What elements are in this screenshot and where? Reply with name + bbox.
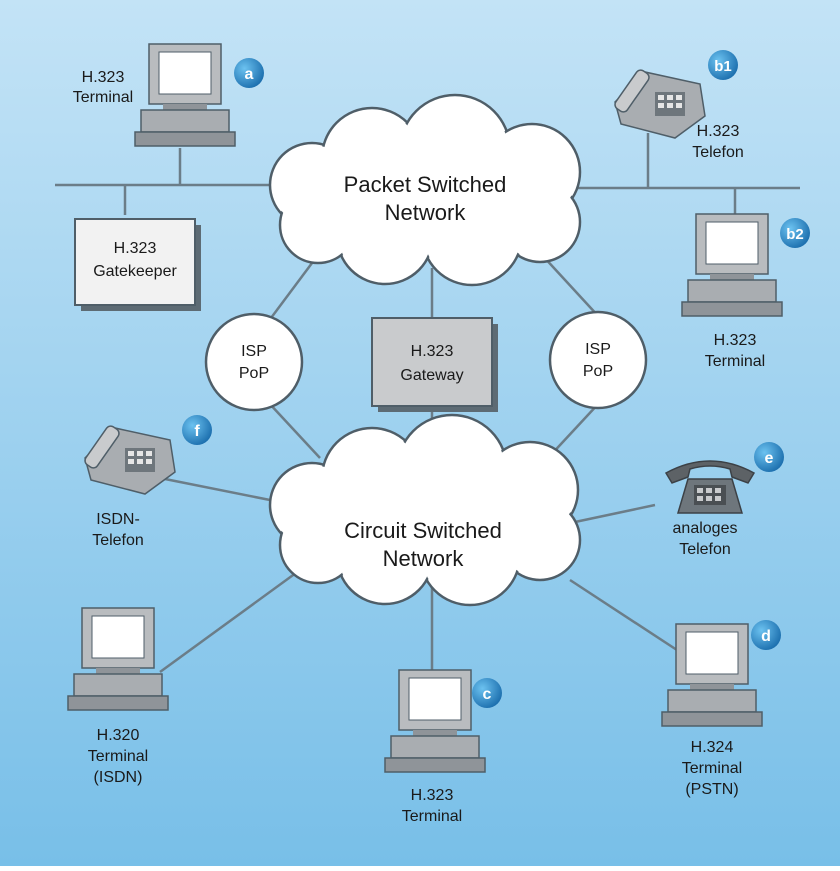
device-label-h323-terminal-bottom-2: Terminal [402,808,462,825]
isp-pop-right-label-2: PoP [583,363,613,380]
badge-e: e [754,442,784,472]
link-analog-telefon [574,503,656,524]
link-h324 [569,578,681,654]
badge-a: a [234,58,264,88]
device-label-h324-3: (PSTN) [685,781,738,798]
gatekeeper-box: H.323 Gatekeeper [74,218,201,311]
computer-terminal-icon-d [661,623,763,727]
link-h320 [159,568,301,674]
badge-b2: b2 [780,218,810,248]
device-label-h323-terminal-right-1: H.323 [714,332,757,349]
badge-b2-label: b2 [786,226,804,243]
badge-e-label: e [765,450,774,467]
badge-d-label: d [761,628,771,645]
computer-terminal-icon-a [134,43,236,147]
circuit-cloud-label-1: Circuit Switched [344,518,502,543]
badge-f-label: f [194,423,200,440]
device-label-h323-telefon-1: H.323 [697,123,740,140]
packet-switched-cloud: Packet Switched Network [268,93,582,287]
link-pop-right-top [541,254,601,319]
gatekeeper-label-1: H.323 [114,240,157,257]
device-label-isdn-telefon-1: ISDN- [96,511,140,528]
device-label-h323-terminal-top-2: Terminal [73,89,133,106]
gateway-box: H.323 Gateway [371,317,498,412]
isp-pop-right-label-1: ISP [585,341,611,358]
badge-b1-label: b1 [714,58,732,75]
device-label-h320-3: (ISDN) [94,769,143,786]
analog-telephone-icon-e [664,460,756,514]
computer-terminal-icon-b2 [681,213,783,317]
device-label-h320-1: H.320 [97,727,140,744]
device-label-h323-terminal-bottom-1: H.323 [411,787,454,804]
device-label-analog-telefon-1: analoges [673,520,738,537]
packet-cloud-label-1: Packet Switched [344,172,507,197]
isp-pop-right: ISP PoP [548,310,648,410]
link-pop-left-bottom [267,401,321,459]
gateway-label-1: H.323 [411,343,454,360]
link-isdn-telefon [159,476,271,502]
isp-pop-left-label-2: PoP [239,365,269,382]
isp-pop-left: ISP PoP [204,312,304,412]
circuit-cloud-label-2: Network [383,546,465,571]
badge-d: d [751,620,781,650]
circuit-switched-cloud: Circuit Switched Network [268,413,582,607]
computer-terminal-icon-c [384,669,486,773]
badge-b1: b1 [708,50,738,80]
device-label-h323-terminal-right-2: Terminal [705,353,765,370]
packet-cloud-label-2: Network [385,200,467,225]
gateway-label-2: Gateway [400,367,463,384]
badge-a-label: a [245,66,254,83]
badge-c: c [472,678,502,708]
device-label-analog-telefon-2: Telefon [679,541,731,558]
device-label-h320-2: Terminal [88,748,148,765]
device-label-h323-telefon-2: Telefon [692,144,744,161]
device-label-h323-terminal-top-1: H.323 [82,69,125,86]
ip-telephone-icon-b1 [614,69,706,139]
gatekeeper-label-2: Gatekeeper [93,263,177,280]
device-label-h324-2: Terminal [682,760,742,777]
device-label-h324-1: H.324 [691,739,734,756]
isp-pop-left-label-1: ISP [241,343,267,360]
badge-c-label: c [483,686,492,703]
isdn-telephone-icon-f [84,425,176,495]
device-label-isdn-telefon-2: Telefon [92,532,144,549]
link-pop-left-top [266,254,320,323]
badge-f: f [182,415,212,445]
computer-terminal-icon-h320 [67,607,169,711]
